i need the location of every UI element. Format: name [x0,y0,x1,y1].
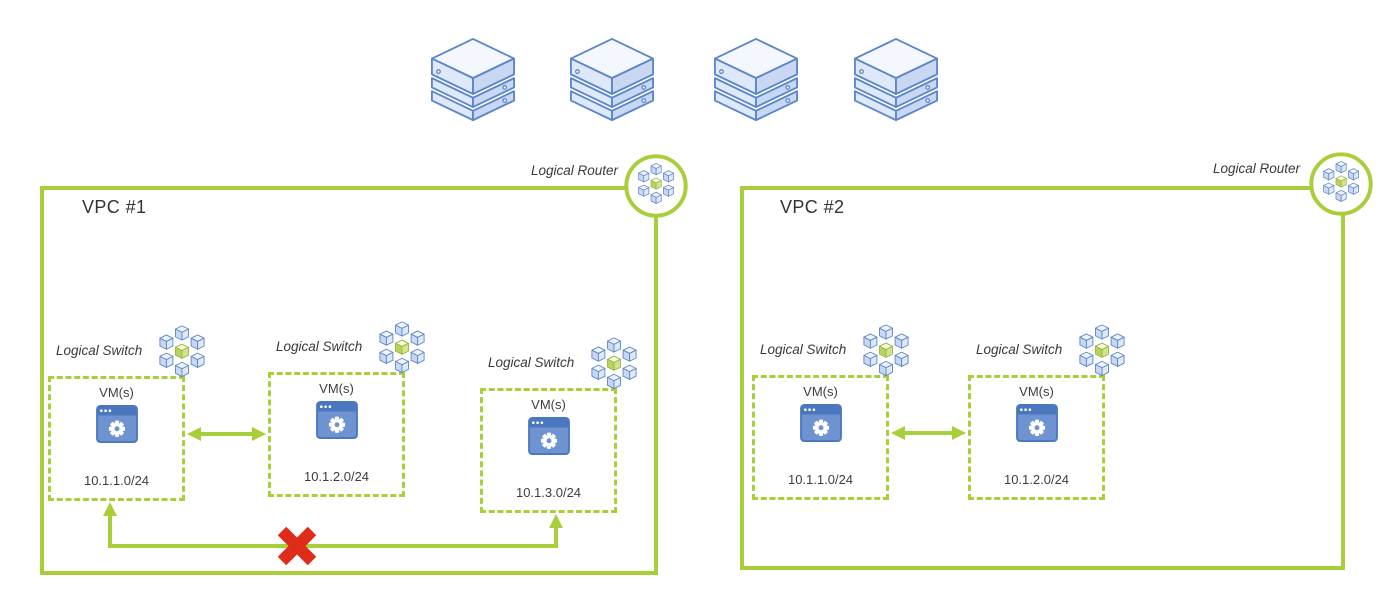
logical-switch-label: Logical Switch [276,339,363,354]
logical-switch-label: Logical Switch [760,342,847,357]
hypervisor-host-icon [430,38,515,122]
subnet-label: 10.1.1.0/24 [83,473,150,488]
logical-router-icon [1309,152,1373,216]
logical-switch-icon [156,325,208,380]
vm-icon [527,417,570,455]
subnet-label: 10.1.2.0/24 [303,469,370,484]
vpc1-logical-switch-1: VM(s) 10.1.1.0/24 [48,376,185,501]
vpc1-logical-switch-2: VM(s) 10.1.2.0/24 [268,372,405,497]
logical-switch-label: Logical Switch [56,343,143,358]
hypervisor-host-icon [714,38,798,122]
vpc-2-router-label: Logical Router [1212,161,1300,176]
hypervisor-host-icon [854,38,938,122]
vm-icon [1015,404,1058,442]
logical-switch-icon [376,321,428,376]
vm-icon [315,401,358,439]
logical-switch-icon [588,337,640,392]
vpc-1-router-label: Logical Router [530,163,618,178]
subnet-label: 10.1.1.0/24 [787,472,854,487]
vm-label: VM(s) [531,397,566,412]
vm-label: VM(s) [1019,384,1054,399]
logical-router-icon [624,154,688,218]
vm-icon [95,405,138,443]
logical-switch-label: Logical Switch [976,342,1063,357]
vpc-2-label: VPC #2 [780,197,845,217]
vpc2-logical-switch-2: VM(s) 10.1.2.0/24 [968,375,1105,500]
vm-label: VM(s) [99,385,134,400]
vm-label: VM(s) [803,384,838,399]
vm-label: VM(s) [319,381,354,396]
logical-switch-label: Logical Switch [488,355,575,370]
logical-switch-icon [860,324,912,379]
vpc-2-box [740,186,1345,570]
logical-switch-icon [1076,324,1128,379]
vpc-1-label: VPC #1 [82,197,147,217]
vm-icon [799,404,842,442]
vpc1-logical-switch-3: VM(s) 10.1.3.0/24 [480,388,617,513]
subnet-label: 10.1.3.0/24 [515,485,582,500]
hypervisor-host-icon [570,38,654,122]
vpc2-logical-switch-1: VM(s) 10.1.1.0/24 [752,375,889,500]
subnet-label: 10.1.2.0/24 [1003,472,1070,487]
